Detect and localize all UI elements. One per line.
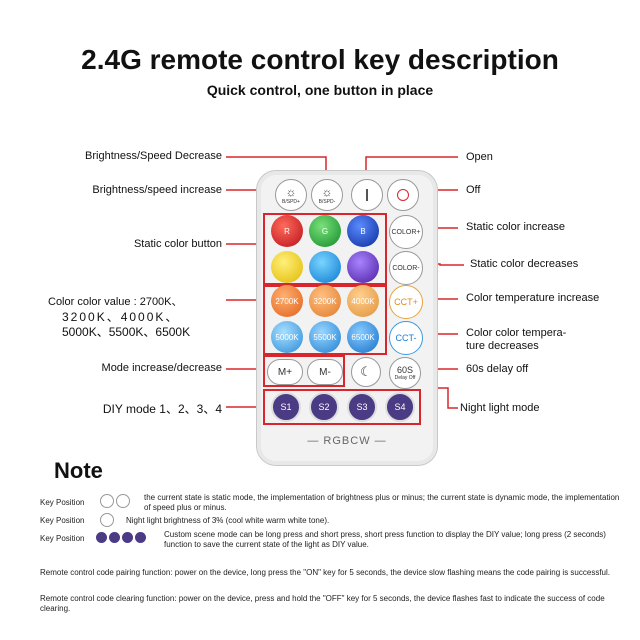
label-color-value-3: 5000K、5500K、6500K	[62, 325, 191, 339]
cct-plus-button[interactable]: CCT+	[389, 285, 423, 319]
spd-plus-label: B/SPD+	[282, 199, 300, 205]
power-off-icon	[397, 189, 409, 201]
color-plus-label: COLOR+	[391, 228, 421, 236]
note-clearing: Remote control code clearing function: p…	[40, 594, 605, 613]
k5000-label: 5000K	[275, 332, 299, 342]
label-color-value-2: 3200K、4000K、	[62, 310, 180, 324]
cct-minus-label: CCT-	[395, 333, 417, 343]
color-green-button[interactable]: G	[309, 215, 341, 247]
brand-label: — RGBCW —	[307, 435, 387, 447]
label-delay-off: 60s delay off	[466, 363, 529, 375]
label-static-color-decreases: Static color decreases	[470, 258, 579, 270]
label-static-color-increase: Static color increase	[466, 221, 566, 233]
mode-plus-button[interactable]: M+	[267, 359, 303, 385]
page-subtitle: Quick control, one button in place	[206, 82, 434, 98]
s1-icon	[96, 532, 107, 543]
brightness-decrease-button[interactable]: ☼ B/SPD-	[311, 179, 343, 211]
k4000-label: 4000K	[351, 296, 375, 306]
spd-minus-label: B/SPD-	[318, 199, 336, 205]
delay-60s-label: 60S	[396, 365, 413, 375]
diy-s2-button[interactable]: S2	[309, 392, 339, 422]
label-cct-decrease-2: ture decreases	[466, 340, 539, 352]
cct-5000k-button[interactable]: 5000K	[271, 321, 303, 353]
label-static-color-button: Static color button	[133, 238, 222, 250]
s1-label: S1	[280, 402, 292, 412]
cct-6500k-button[interactable]: 6500K	[347, 321, 379, 353]
note-pairing: Remote control code pairing function: po…	[40, 568, 610, 577]
moon-icon: ☾	[360, 364, 372, 379]
k2700-label: 2700K	[275, 296, 299, 306]
note-row-3: Custom scene mode can be long press and …	[164, 530, 606, 549]
label-off: Off	[466, 184, 481, 196]
cct-5500k-button[interactable]: 5500K	[309, 321, 341, 353]
m-plus-label: M+	[277, 366, 293, 378]
cct-3200k-button[interactable]: 3200K	[309, 285, 341, 317]
mode-group	[263, 355, 345, 387]
cct-group	[263, 283, 387, 355]
color-blue-button[interactable]: B	[347, 215, 379, 247]
k5500-label: 5500K	[313, 332, 337, 342]
s4-label: S4	[394, 402, 406, 412]
blue-label: B	[360, 226, 366, 236]
color-red-button[interactable]: R	[271, 215, 303, 247]
key-position-label-1: Key Position	[40, 498, 85, 507]
diy-s4-button[interactable]: S4	[385, 392, 415, 422]
delay-off-button[interactable]: 60S Delay Off	[389, 357, 421, 389]
label-color-value-1: Color color value : 2700K、	[48, 296, 183, 308]
color-yellow-button[interactable]	[271, 251, 303, 283]
moon-icon	[100, 513, 114, 527]
sun-icon	[100, 494, 114, 508]
sun-icon: ☼	[285, 185, 297, 199]
remote-control: ☼ B/SPD+ ☼ B/SPD- R G B COLOR+ COLOR- 27…	[256, 170, 438, 466]
cct-2700k-button[interactable]: 2700K	[271, 285, 303, 317]
cct-4000k-button[interactable]: 4000K	[347, 285, 379, 317]
cct-minus-button[interactable]: CCT-	[389, 321, 423, 355]
mode-minus-button[interactable]: M-	[307, 359, 343, 385]
diy-s3-button[interactable]: S3	[347, 392, 377, 422]
key-position-label-3: Key Position	[40, 534, 85, 543]
brightness-keys-thumbnail	[98, 494, 138, 508]
note-row-2: Night light brightness of 3% (cool white…	[126, 516, 330, 525]
color-cyan-button[interactable]	[309, 251, 341, 283]
sun-icon	[116, 494, 130, 508]
m-minus-label: M-	[319, 366, 331, 378]
red-label: R	[284, 226, 290, 236]
s3-label: S3	[356, 402, 368, 412]
label-open: Open	[466, 151, 493, 163]
label-diy: DIY mode 1、2、3、4	[102, 402, 222, 416]
label-cct-decrease-1: Color color tempera-	[466, 327, 567, 339]
k6500-label: 6500K	[351, 332, 375, 342]
delay-off-label: Delay Off	[394, 375, 416, 381]
k3200-label: 3200K	[313, 296, 337, 306]
off-button[interactable]	[387, 179, 419, 211]
label-cct-increase: Color temperature increase	[466, 292, 600, 304]
night-light-button[interactable]: ☾	[351, 357, 381, 387]
note-row-1: the current state is static mode, the im…	[144, 493, 620, 512]
sun-icon: ☼	[321, 185, 333, 199]
diy-keys-thumbnail	[96, 532, 152, 544]
power-on-icon	[366, 189, 368, 201]
brightness-increase-button[interactable]: ☼ B/SPD+	[275, 179, 307, 211]
color-plus-button[interactable]: COLOR+	[389, 215, 423, 249]
label-brightness-decrease: Brightness/Speed Decrease	[85, 150, 222, 162]
s2-label: S2	[318, 402, 330, 412]
note-heading: Note	[54, 458, 103, 483]
label-mode: Mode increase/decrease	[101, 362, 222, 374]
color-minus-label: COLOR-	[392, 264, 420, 272]
label-night-light: Night light mode	[460, 402, 540, 414]
diy-group	[263, 389, 421, 425]
s4-icon	[135, 532, 146, 543]
key-position-label-2: Key Position	[40, 516, 85, 525]
page-title: 2.4G remote control key description	[81, 44, 559, 75]
on-button[interactable]	[351, 179, 383, 211]
s3-icon	[122, 532, 133, 543]
green-label: G	[321, 226, 329, 236]
cct-plus-label: CCT+	[394, 297, 418, 307]
label-brightness-increase: Brightness/speed increase	[92, 184, 222, 196]
color-purple-button[interactable]	[347, 251, 379, 283]
s2-icon	[109, 532, 120, 543]
color-minus-button[interactable]: COLOR-	[389, 251, 423, 285]
diy-s1-button[interactable]: S1	[271, 392, 301, 422]
